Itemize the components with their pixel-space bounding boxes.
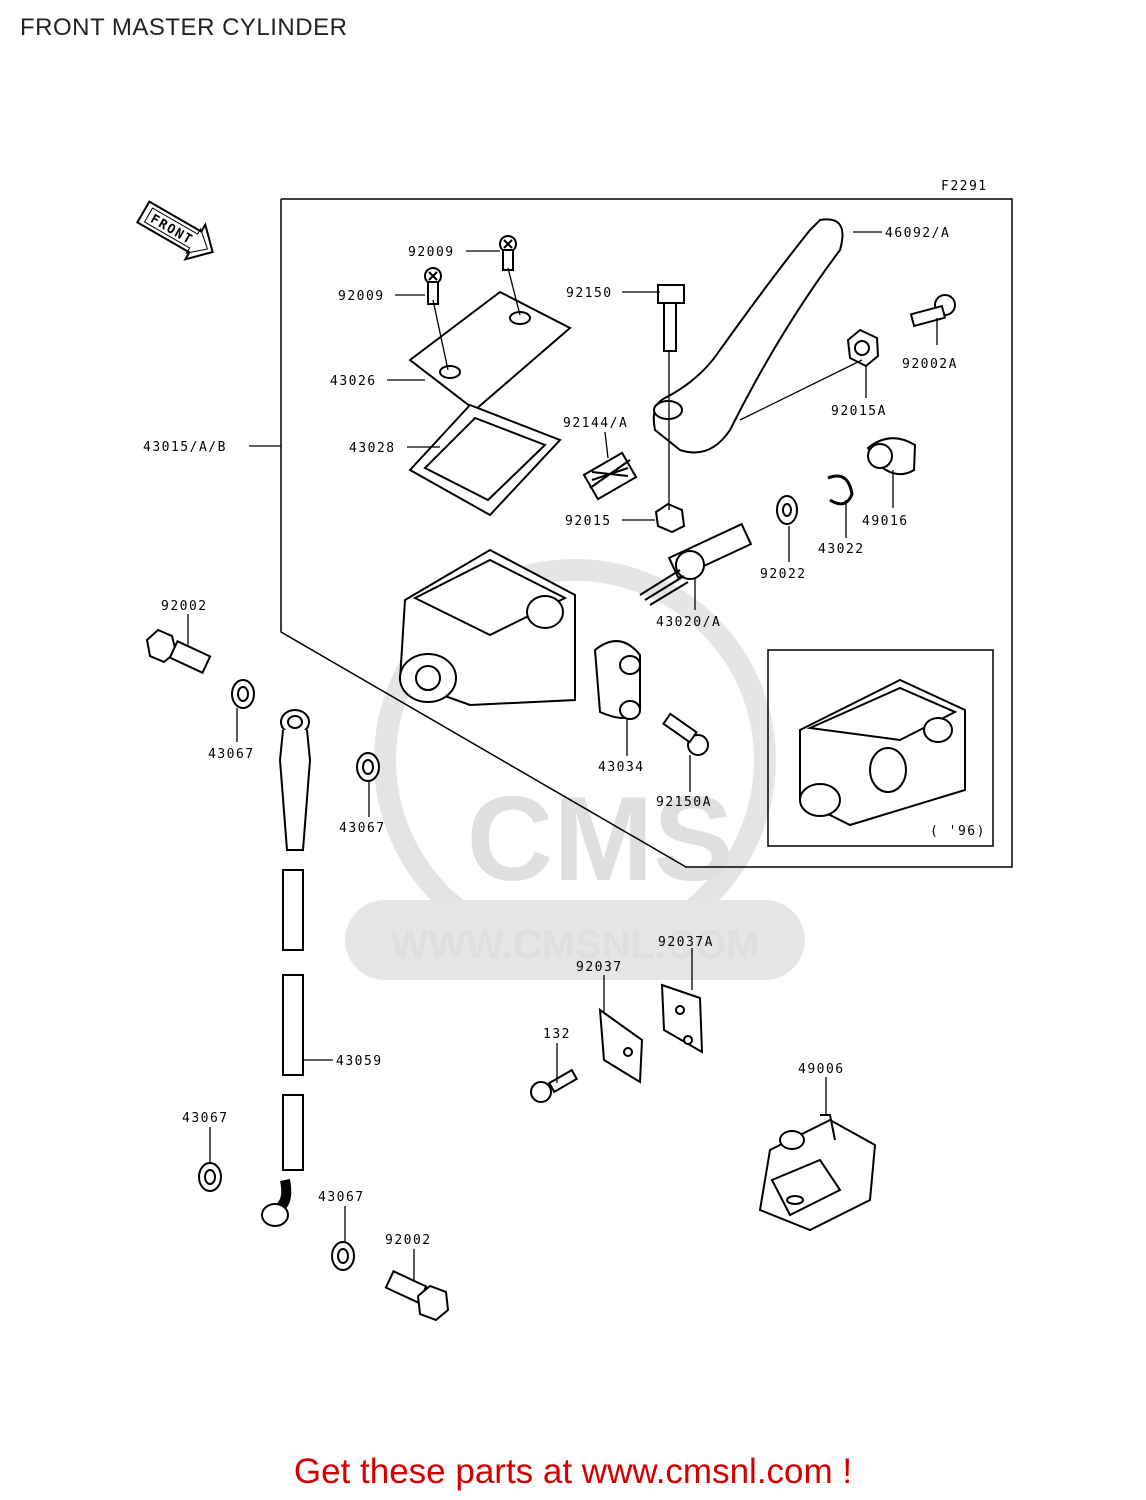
callout-label: 43067: [318, 1190, 365, 1205]
callout-label: 43026: [330, 374, 377, 389]
callout-label: 92037: [576, 960, 623, 975]
callout-label: 46092/A: [885, 226, 950, 241]
leader-lines: [187, 231, 938, 1282]
figure-code: F2291: [941, 179, 988, 194]
front-arrow-icon: FRONT: [135, 200, 214, 261]
callout-label: 92002: [161, 599, 208, 614]
callout-label: 92144/A: [563, 416, 628, 431]
inset-cylinder-body: [799, 678, 966, 827]
page-title: FRONT MASTER CYLINDER: [20, 14, 348, 41]
callout-label: 92022: [760, 567, 807, 582]
callout-label: 92009: [408, 245, 455, 260]
callout-label: 43067: [182, 1111, 229, 1126]
callout-label: 49006: [798, 1062, 845, 1077]
callout-label: 92002: [385, 1233, 432, 1248]
callout-label: 43034: [598, 760, 645, 775]
watermark-brand: CMS: [467, 772, 734, 906]
callout-label: 43067: [339, 821, 386, 836]
variant-note: ( '96): [930, 824, 986, 839]
callout-label: 43020/A: [656, 615, 721, 630]
callout-label: 92015A: [831, 404, 887, 419]
watermark-url: WWW.CMSNL.COM: [391, 923, 760, 967]
callout-label: 92037A: [658, 935, 714, 950]
callout-label: 92002A: [902, 357, 958, 372]
callout-label: 43022: [818, 542, 865, 557]
assembly-frame: [280, 198, 1013, 868]
callout-label: 92150: [566, 286, 613, 301]
callout-label: 92150A: [656, 795, 712, 810]
parts-artwork: [145, 218, 956, 1322]
callout-labels: 92009 92009 92150 46092/A 92002A 43026 4…: [143, 226, 958, 1248]
callout-label: 43015/A/B: [143, 440, 227, 455]
cmsnl-watermark: WWW.CMSNL.COM CMS: [345, 559, 805, 980]
callout-label: 92009: [338, 289, 385, 304]
callout-label: 132: [543, 1027, 571, 1042]
callout-label: 43067: [208, 747, 255, 762]
callout-label: 92015: [565, 514, 612, 529]
callout-label: 49016: [862, 514, 909, 529]
callout-label: 43028: [349, 441, 396, 456]
variant-inset: [767, 649, 994, 847]
callout-label: 43059: [336, 1054, 383, 1069]
cta-link[interactable]: Get these parts at www.cmsnl.com !: [293, 1452, 853, 1491]
